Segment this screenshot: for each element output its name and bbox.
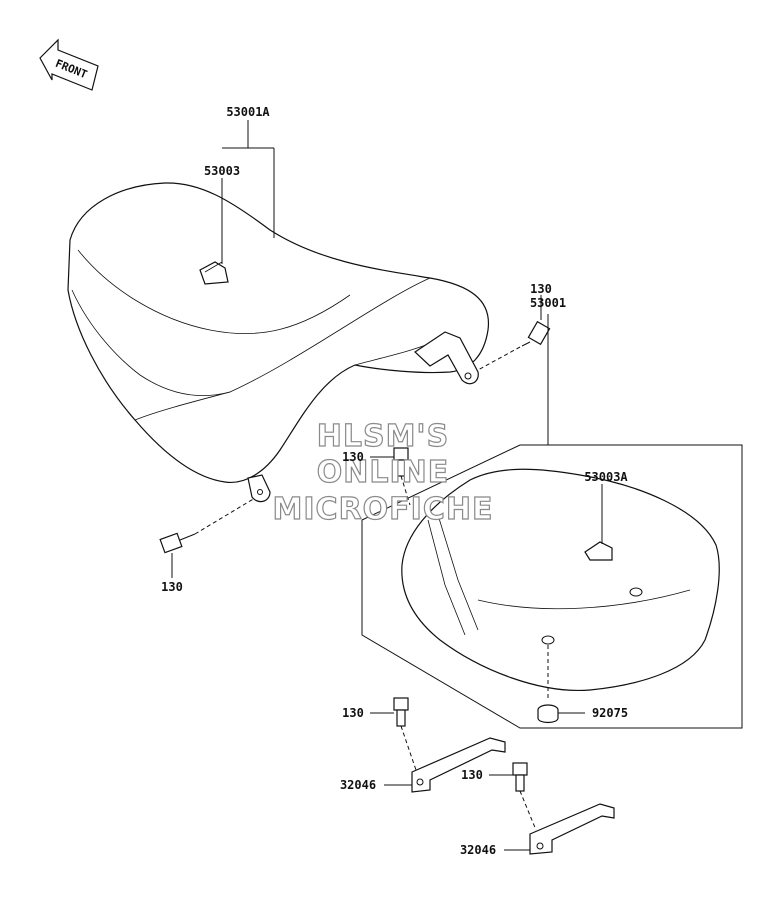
bolt-icon-right (477, 320, 551, 371)
label-53001: 53001 (530, 296, 566, 310)
front-hook-tab (247, 474, 271, 503)
bolt-icon-left (159, 497, 256, 554)
label-130-center: 130 (342, 450, 364, 464)
label-53003: 53003 (204, 164, 240, 178)
label-130-left: 130 (161, 580, 183, 594)
bracket-icon-lower (512, 762, 615, 855)
seat-label-tag-main (199, 261, 229, 285)
leader-lines (171, 120, 603, 851)
label-130-lower-left: 130 (342, 706, 364, 720)
seat-label-tag-alt (584, 541, 613, 561)
assembly-frame (361, 444, 743, 729)
main-seat-illustration (67, 182, 490, 503)
alt-seat-illustration (401, 468, 720, 692)
front-arrow-icon: FRONT (39, 38, 99, 91)
damper-icon (537, 645, 559, 724)
label-130-right: 130 (530, 282, 552, 296)
label-53001A: 53001A (226, 105, 270, 119)
watermark-line-2: ONLINE (317, 455, 450, 490)
label-130-lower-right: 130 (461, 768, 483, 782)
bolt-icon-center (393, 447, 411, 506)
watermark: HLSM'S ONLINE MICROFICHE (272, 418, 494, 527)
label-32046-upper: 32046 (340, 778, 376, 792)
label-32046-lower: 32046 (460, 843, 496, 857)
watermark-line-3: MICROFICHE (273, 492, 494, 527)
label-92075: 92075 (592, 706, 628, 720)
label-53003A: 53003A (584, 470, 628, 484)
watermark-line-1: HLSM'S (317, 419, 449, 454)
bracket-icon-upper (393, 697, 506, 793)
rear-hook-bracket (414, 331, 479, 385)
